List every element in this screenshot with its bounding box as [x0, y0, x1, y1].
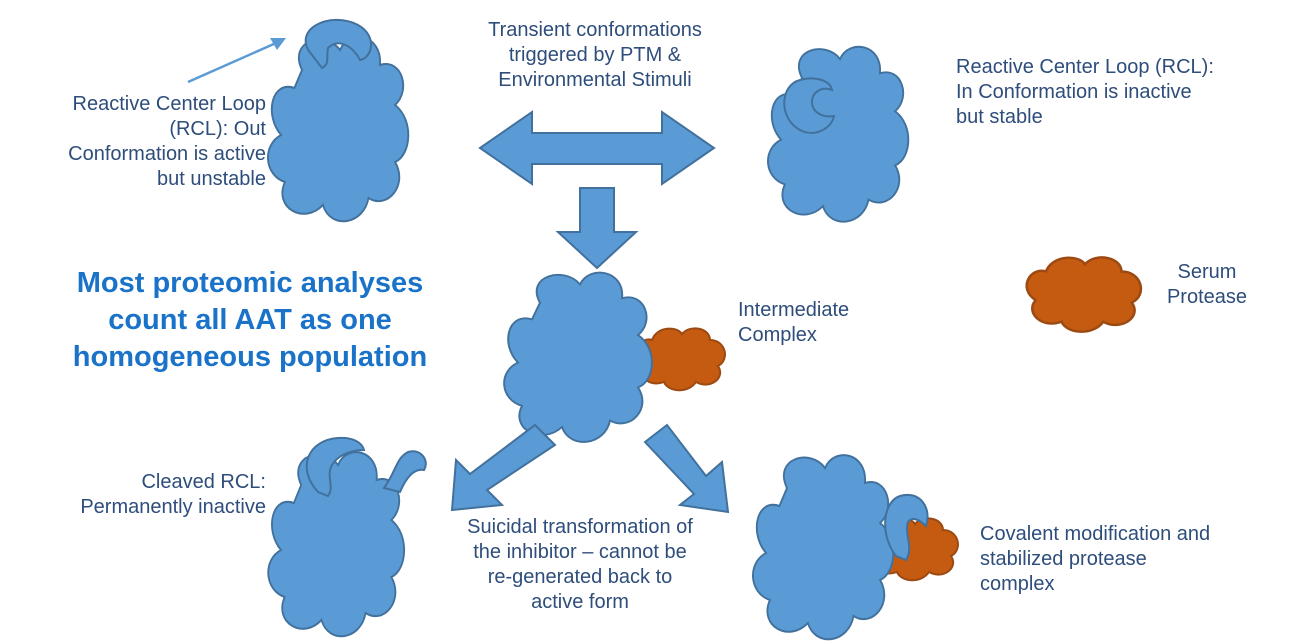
serum-protease-blob: [1025, 256, 1143, 334]
cleaved-loop-right: [382, 450, 427, 494]
rcl-loop-in: [783, 77, 836, 134]
covalent-loop: [884, 493, 929, 562]
serum-protease-label: Serum Protease: [1166, 261, 1248, 308]
rcl-pointer-arrow: [187, 38, 286, 84]
rcl-in-label: Reactive Center Loop (RCL): In Conformat…: [956, 56, 1214, 128]
cleaved-loop-left: [305, 436, 366, 498]
rcl-in-protein: [767, 45, 910, 223]
rcl-loop-out: [304, 18, 372, 70]
covalent-label: Covalent modification and stabilized pro…: [980, 523, 1211, 595]
cleaved-protein: [267, 436, 427, 638]
intermediate-complex: [503, 271, 726, 443]
transient-label: Transient conformations triggered by PTM…: [488, 19, 702, 91]
cleaved-rcl-label: Cleaved RCL: Permanently inactive: [80, 471, 266, 518]
down-arrow: [555, 187, 639, 270]
intermediate-complex-label: Intermediate Complex: [738, 299, 850, 346]
rcl-out-label: Reactive Center Loop (RCL): Out Conforma…: [68, 93, 266, 190]
suicidal-label: Suicidal transformation of the inhibitor…: [467, 516, 693, 613]
double-headed-arrow: [478, 110, 716, 186]
rcl-out-protein: [266, 18, 410, 223]
arrow-down-left: [450, 423, 557, 512]
arrow-down-right: [643, 423, 730, 514]
covalent-complex: [751, 454, 959, 641]
headline: Most proteomic analyses count all AAT as…: [72, 267, 428, 373]
